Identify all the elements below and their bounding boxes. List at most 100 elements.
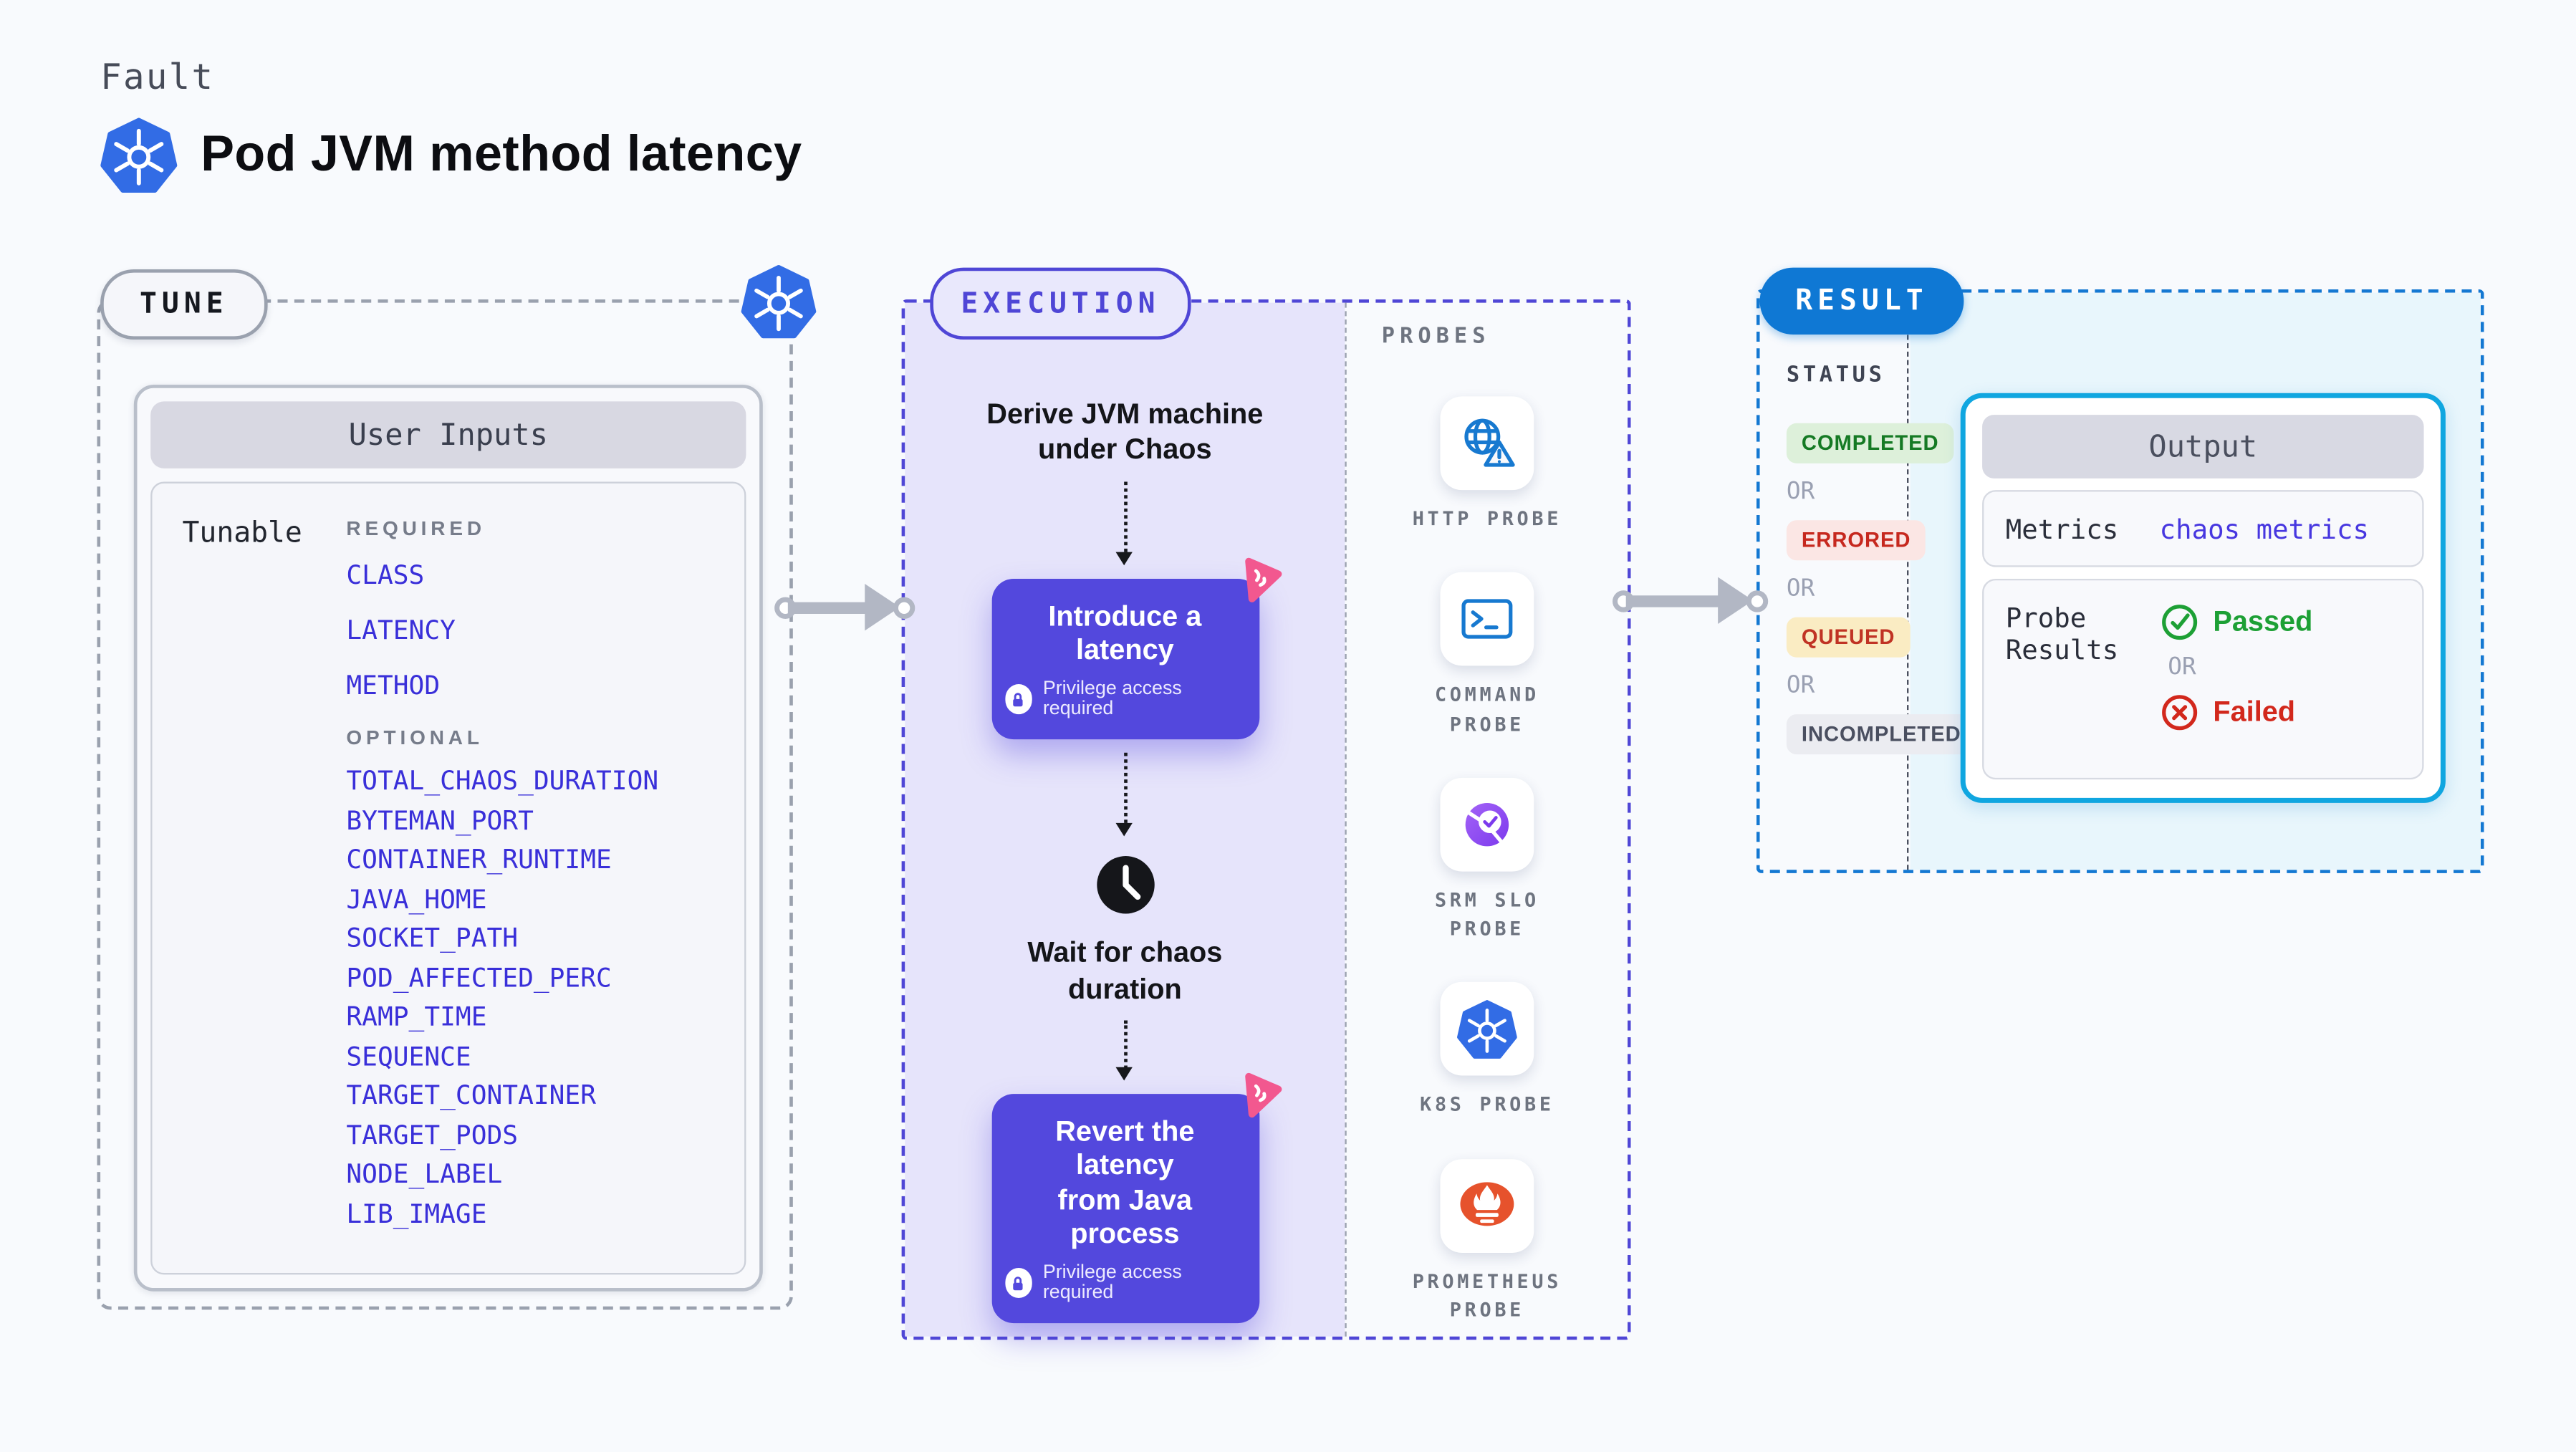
param-java-home[interactable]: JAVA_HOME	[346, 884, 487, 915]
page-title: Pod JVM method latency	[201, 127, 802, 183]
probe-label: COMMAND PROBE	[1434, 683, 1539, 736]
chaos-badge-icon	[1232, 555, 1283, 606]
chaos-metrics-link[interactable]: chaos metrics	[2159, 512, 2370, 545]
flow-arrow-icon	[1115, 481, 1132, 565]
metrics-label: Metrics	[2005, 512, 2119, 545]
param-total-chaos-duration[interactable]: TOTAL_CHAOS_DURATION	[346, 766, 659, 797]
introduce-latency-node[interactable]: Introduce a latency Privilege access req…	[991, 578, 1259, 740]
status-badge-incompleted: INCOMPLETED	[1786, 714, 1976, 755]
fault-kind-label: Fault	[100, 57, 215, 97]
execution-section: Derive JVM machine under Chaos Introduce…	[901, 299, 1631, 1340]
slo-gauge-icon	[1457, 794, 1517, 855]
prometheus-probe-card[interactable]	[1440, 1158, 1534, 1252]
or-separator: OR	[1786, 672, 1815, 700]
x-circle-icon	[2160, 693, 2200, 733]
page-title-row: Pod JVM method latency	[100, 114, 802, 198]
or-separator: OR	[2168, 654, 2196, 681]
execution-to-result-arrow	[1613, 575, 1769, 625]
param-method[interactable]: METHOD	[346, 670, 441, 701]
param-lib-image[interactable]: LIB_IMAGE	[346, 1198, 487, 1229]
probe-item-prometheus: PROMETHEUS PROBE	[1413, 1158, 1562, 1324]
probe-results-values: Passed OR Failed	[2160, 602, 2313, 733]
privilege-row: Privilege access required	[1004, 680, 1245, 720]
param-byteman-port[interactable]: BYTEMAN_PORT	[346, 805, 534, 836]
param-class[interactable]: CLASS	[346, 560, 425, 591]
or-separator: OR	[1786, 575, 1815, 602]
node-title: Revert the latency from Java process	[1055, 1115, 1195, 1250]
command-probe-card[interactable]	[1440, 572, 1534, 666]
http-probe-card[interactable]	[1440, 396, 1534, 491]
required-params-list: CLASS LATENCY METHOD	[346, 560, 717, 701]
revert-latency-node[interactable]: Revert the latency from Java process Pri…	[991, 1094, 1259, 1324]
required-group-label: REQUIRED	[346, 516, 486, 541]
chaos-badge-icon	[1232, 1071, 1283, 1122]
probe-item-k8s: K8S PROBE	[1420, 982, 1554, 1120]
probe-results-label: Probe Results	[2005, 602, 2119, 666]
connector-dot	[893, 596, 915, 618]
node-title: Introduce a latency	[1048, 600, 1202, 666]
failed-label: Failed	[2213, 696, 2296, 728]
probe-label: K8S PROBE	[1420, 1092, 1554, 1117]
privilege-row: Privilege access required	[1004, 1264, 1245, 1304]
execution-flow: Derive JVM machine under Chaos Introduce…	[905, 303, 1345, 1324]
output-card: Output Metrics chaos metrics Probe Resul…	[1960, 393, 2446, 803]
tune-section-badge: TUNE	[100, 269, 268, 340]
param-pod-affected-perc[interactable]: POD_AFFECTED_PERC	[346, 962, 612, 993]
privilege-label: Privilege access required	[1042, 679, 1182, 720]
probe-label: SRM SLO PROBE	[1434, 888, 1539, 941]
param-ramp-time[interactable]: RAMP_TIME	[346, 1001, 487, 1032]
clock-icon	[1093, 854, 1157, 925]
status-badge-queued: QUEUED	[1786, 617, 1911, 658]
kubernetes-icon	[1457, 996, 1517, 1062]
user-inputs-title: User Inputs	[150, 401, 746, 468]
execution-section-badge: EXECUTION	[930, 267, 1191, 340]
probe-list: HTTP PROBE COMMAND PROBE SRM SLO PROBE	[1347, 396, 1628, 1363]
kubernetes-icon	[100, 114, 177, 198]
probe-label: PROMETHEUS PROBE	[1412, 1269, 1562, 1322]
result-section: STATUS COMPLETED OR ERRORED OR QUEUED OR…	[1756, 289, 2484, 873]
params-column: REQUIRED CLASS LATENCY METHOD OPTIONAL TOT…	[346, 517, 717, 1229]
result-section-badge: RESULT	[1759, 267, 1964, 335]
prometheus-icon	[1456, 1173, 1519, 1237]
result-divider	[1907, 292, 1909, 870]
check-circle-icon	[2160, 602, 2200, 643]
param-socket-path[interactable]: SOCKET_PATH	[346, 923, 519, 954]
param-target-pods[interactable]: TARGET_PODS	[346, 1120, 519, 1150]
srm-slo-probe-card[interactable]	[1440, 777, 1534, 872]
k8s-probe-card[interactable]	[1440, 982, 1534, 1077]
connector-line	[1625, 595, 1725, 607]
terminal-icon	[1457, 590, 1517, 650]
status-heading: STATUS	[1786, 362, 1885, 388]
probe-item-http: HTTP PROBE	[1413, 396, 1562, 534]
status-badge-completed: COMPLETED	[1786, 423, 1954, 463]
output-title: Output	[1982, 415, 2424, 479]
wait-step-text: Wait for chaos duration	[1027, 937, 1223, 1005]
privilege-label: Privilege access required	[1042, 1263, 1182, 1304]
param-target-container[interactable]: TARGET_CONTAINER	[346, 1080, 597, 1111]
probe-item-srm-slo: SRM SLO PROBE	[1435, 777, 1539, 943]
failed-line: Failed	[2160, 693, 2313, 733]
metrics-row: Metrics chaos metrics	[1982, 490, 2424, 567]
param-latency[interactable]: LATENCY	[346, 615, 456, 646]
passed-line: Passed	[2160, 602, 2312, 643]
lock-icon	[1004, 1268, 1033, 1299]
param-container-runtime[interactable]: CONTAINER_RUNTIME	[346, 845, 612, 875]
flow-arrow-icon	[1115, 753, 1132, 837]
tune-to-execution-arrow	[774, 582, 915, 633]
globe-warning-icon	[1457, 413, 1517, 473]
connector-line	[787, 602, 872, 613]
connector-dot	[1746, 590, 1769, 612]
param-node-label[interactable]: NODE_LABEL	[346, 1159, 503, 1190]
optional-group-label: OPTIONAL	[346, 726, 484, 750]
kubernetes-icon	[741, 261, 816, 342]
or-separator: OR	[1786, 478, 1815, 506]
param-sequence[interactable]: SEQUENCE	[346, 1041, 471, 1072]
status-badge-errored: ERRORED	[1786, 520, 1926, 561]
flow-arrow-icon	[1115, 1019, 1132, 1080]
derive-step-text: Derive JVM machine under Chaos	[986, 398, 1264, 466]
probes-heading: PROBES	[1381, 324, 1491, 350]
probe-label: HTTP PROBE	[1412, 506, 1562, 531]
